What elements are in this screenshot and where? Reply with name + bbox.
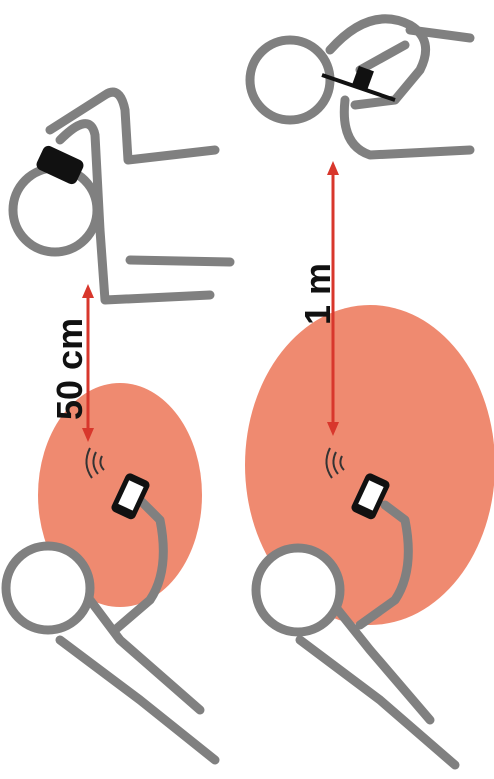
listener-figure-near <box>13 92 230 300</box>
panel-far: 1 m <box>245 19 494 765</box>
distance-label-far: 1 m <box>297 263 338 325</box>
distance-label-near: 50 cm <box>49 318 90 420</box>
panel-near: 50 cm <box>6 92 230 760</box>
